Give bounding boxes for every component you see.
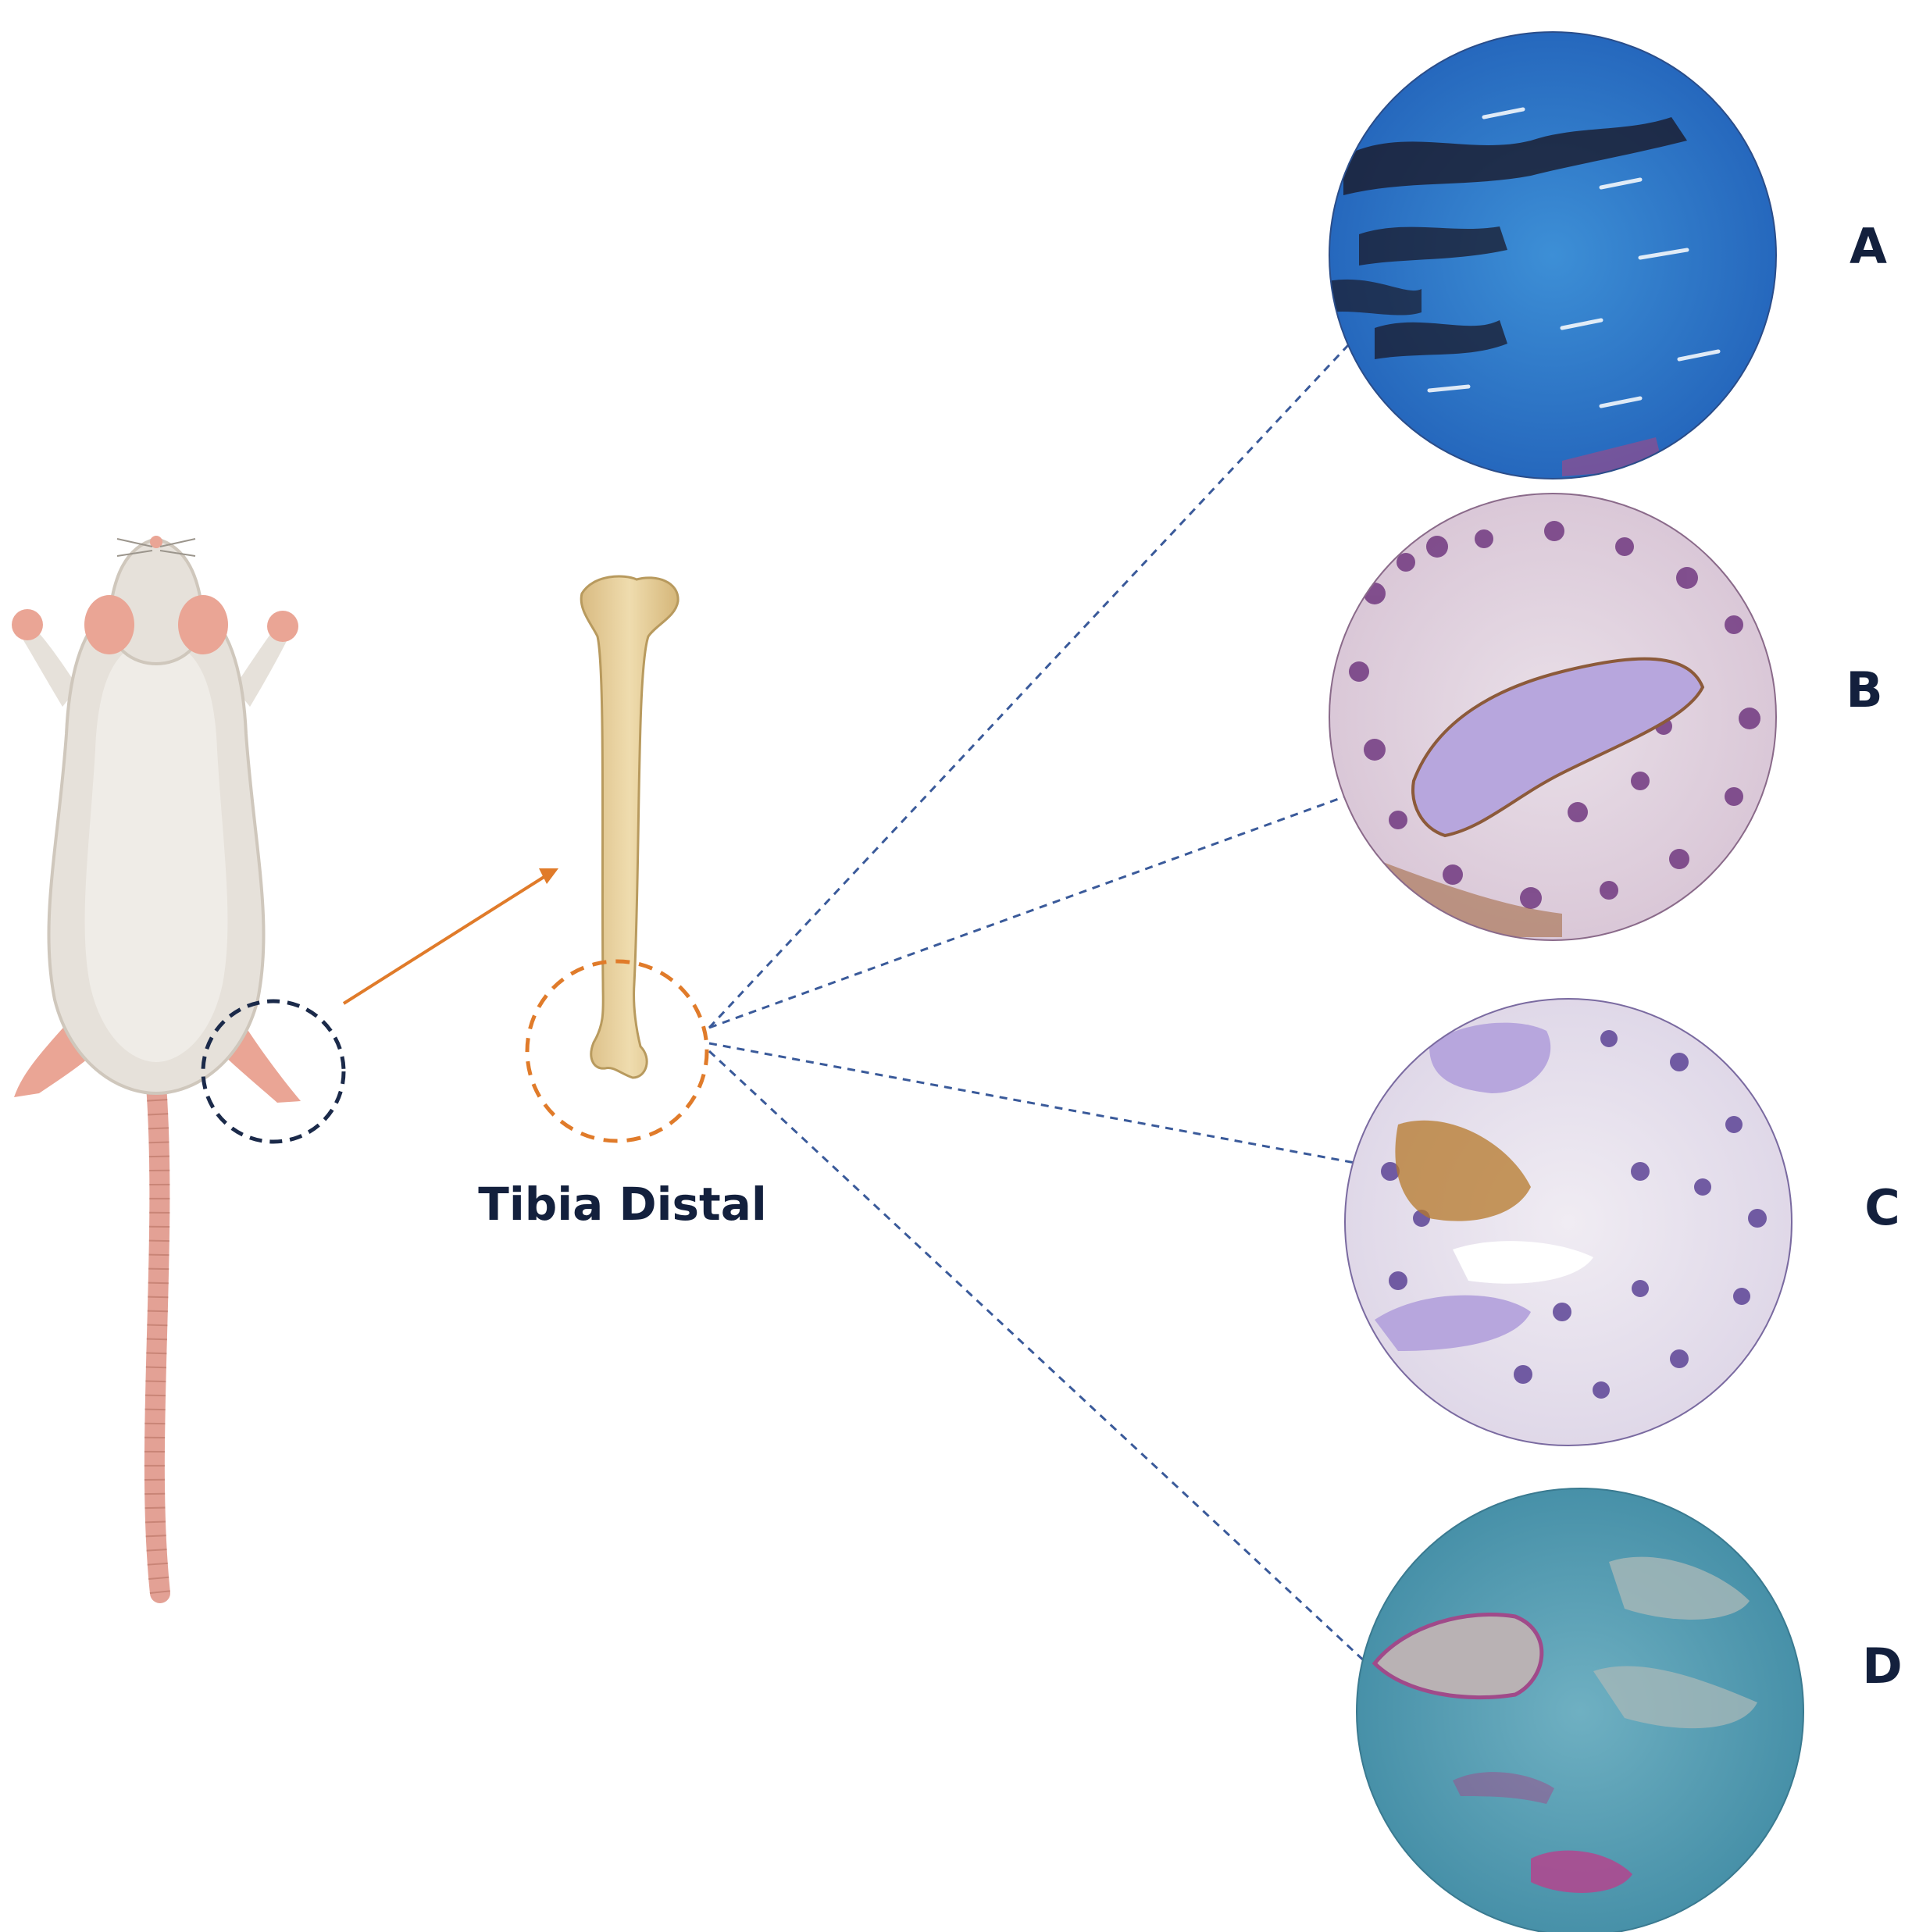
rat-nose	[150, 536, 162, 548]
tibia-bone	[580, 575, 680, 1079]
rat-whiskers	[116, 538, 196, 557]
panel-label-a: A	[1850, 218, 1887, 275]
rat-front-paw-left	[12, 609, 43, 640]
rat-tail-rings	[144, 1085, 170, 1595]
guide-line-b	[708, 795, 1346, 1029]
rat-front-leg-right	[234, 625, 289, 707]
micrograph-d	[1356, 1488, 1804, 1932]
micrograph-c	[1344, 998, 1792, 1446]
micrograph-b	[1329, 493, 1777, 941]
rat-belly	[84, 640, 228, 1062]
panel-label-d: D	[1862, 1638, 1902, 1695]
distal-tibia-highlight-circle	[525, 959, 709, 1143]
guide-line-a	[708, 330, 1362, 1029]
panel-label-b: B	[1846, 661, 1882, 718]
panel-label-c: C	[1864, 1179, 1900, 1236]
guide-lines	[708, 330, 1368, 1665]
guide-line-c	[708, 1042, 1360, 1165]
arrow-rat-to-bone	[342, 868, 558, 1005]
rat-ear-right	[178, 595, 228, 654]
rat-front-leg-left	[23, 625, 78, 707]
rat-illustration	[12, 536, 301, 1603]
rat-ear-left	[84, 595, 134, 654]
guide-line-d	[708, 1050, 1368, 1665]
rat-front-paw-right	[267, 611, 298, 642]
micrograph-a	[1329, 31, 1777, 479]
tibia-distal-label: Tibia Distal	[478, 1178, 766, 1231]
rat-hindlimb-highlight-circle	[201, 999, 346, 1144]
